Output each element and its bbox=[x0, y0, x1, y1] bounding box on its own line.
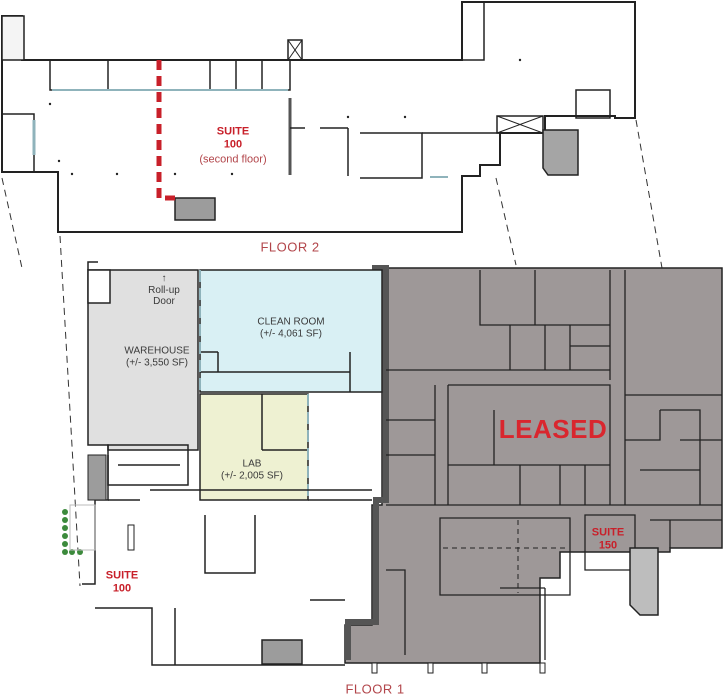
suite-150-label: SUITE 150 bbox=[592, 526, 624, 551]
suite-number: 150 bbox=[598, 539, 618, 551]
floor2-suite-100-label: SUITE 100 bbox=[217, 125, 249, 150]
landscape-plants bbox=[62, 509, 83, 555]
leased-label: LEASED bbox=[498, 414, 608, 445]
leased-interior-walls bbox=[386, 270, 722, 660]
lab-name: LAB bbox=[242, 458, 262, 470]
floor1-suite-100-label: SUITE 100 bbox=[106, 569, 138, 594]
suite-100-boundary-line bbox=[156, 60, 175, 201]
rollup-line2: Door bbox=[153, 295, 175, 307]
rollup-line1: Roll-up bbox=[148, 284, 180, 296]
lab-label: LAB (+/- 2,005 SF) bbox=[221, 459, 283, 482]
up-arrow-icon: ↑ bbox=[161, 272, 167, 284]
clean-room-name: CLEAN ROOM bbox=[257, 316, 325, 328]
suite-name: SUITE bbox=[591, 526, 625, 539]
lab-area-text: (+/- 2,005 SF) bbox=[221, 470, 283, 481]
suite-number: 100 bbox=[223, 138, 243, 150]
floor-2-plan bbox=[1, 1, 636, 233]
suite-name: SUITE bbox=[105, 569, 139, 582]
clean-room-area-text: (+/- 4,061 SF) bbox=[260, 328, 322, 339]
warehouse-label: WAREHOUSE (+/- 3,550 SF) bbox=[124, 346, 189, 369]
floor2-suite-note: (second floor) bbox=[199, 153, 267, 166]
rollup-door-label: ↑ Roll-up Door bbox=[148, 273, 180, 308]
floor-2-title: FLOOR 2 bbox=[260, 239, 320, 255]
lab-area bbox=[199, 393, 309, 501]
warehouse-name: WAREHOUSE bbox=[124, 345, 190, 357]
clean-room-label: CLEAN ROOM (+/- 4,061 SF) bbox=[257, 317, 324, 340]
floor-1-title: FLOOR 1 bbox=[345, 681, 405, 697]
warehouse-area-text: (+/- 3,550 SF) bbox=[126, 357, 188, 368]
perspective-guides bbox=[1, 119, 663, 587]
suite-name: SUITE bbox=[216, 125, 250, 138]
suite-number: 100 bbox=[112, 582, 132, 594]
